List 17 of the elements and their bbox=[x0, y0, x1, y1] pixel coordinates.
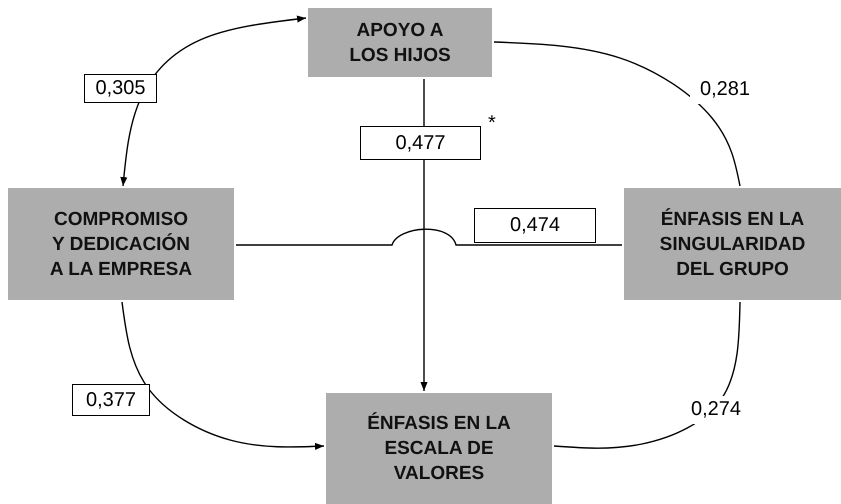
edge-label: 0,377 bbox=[72, 384, 150, 416]
node-label: APOYO A LOS HIJOS bbox=[348, 18, 452, 68]
edge-label: 0,477 bbox=[360, 126, 481, 160]
node-label: ÉNFASIS EN LA ESCALA DE VALORES bbox=[366, 411, 512, 486]
connector-line bbox=[236, 228, 622, 246]
edge-label: 0,305 bbox=[84, 74, 157, 103]
process-box bbox=[326, 393, 552, 504]
node-label: COMPROMISO Y DEDICACIÓN A LA EMPRESA bbox=[48, 208, 194, 282]
process-box bbox=[624, 188, 841, 300]
significance-mark: * bbox=[488, 112, 496, 135]
edge-label: 0,474 bbox=[474, 208, 596, 243]
node-label: ÉNFASIS EN LA SINGULARIDAD DEL GRUPO bbox=[658, 207, 806, 282]
arrow bbox=[121, 302, 324, 450]
arrow bbox=[420, 79, 428, 391]
process-box bbox=[8, 188, 234, 300]
process-box bbox=[308, 8, 492, 77]
connector-line bbox=[494, 41, 741, 186]
